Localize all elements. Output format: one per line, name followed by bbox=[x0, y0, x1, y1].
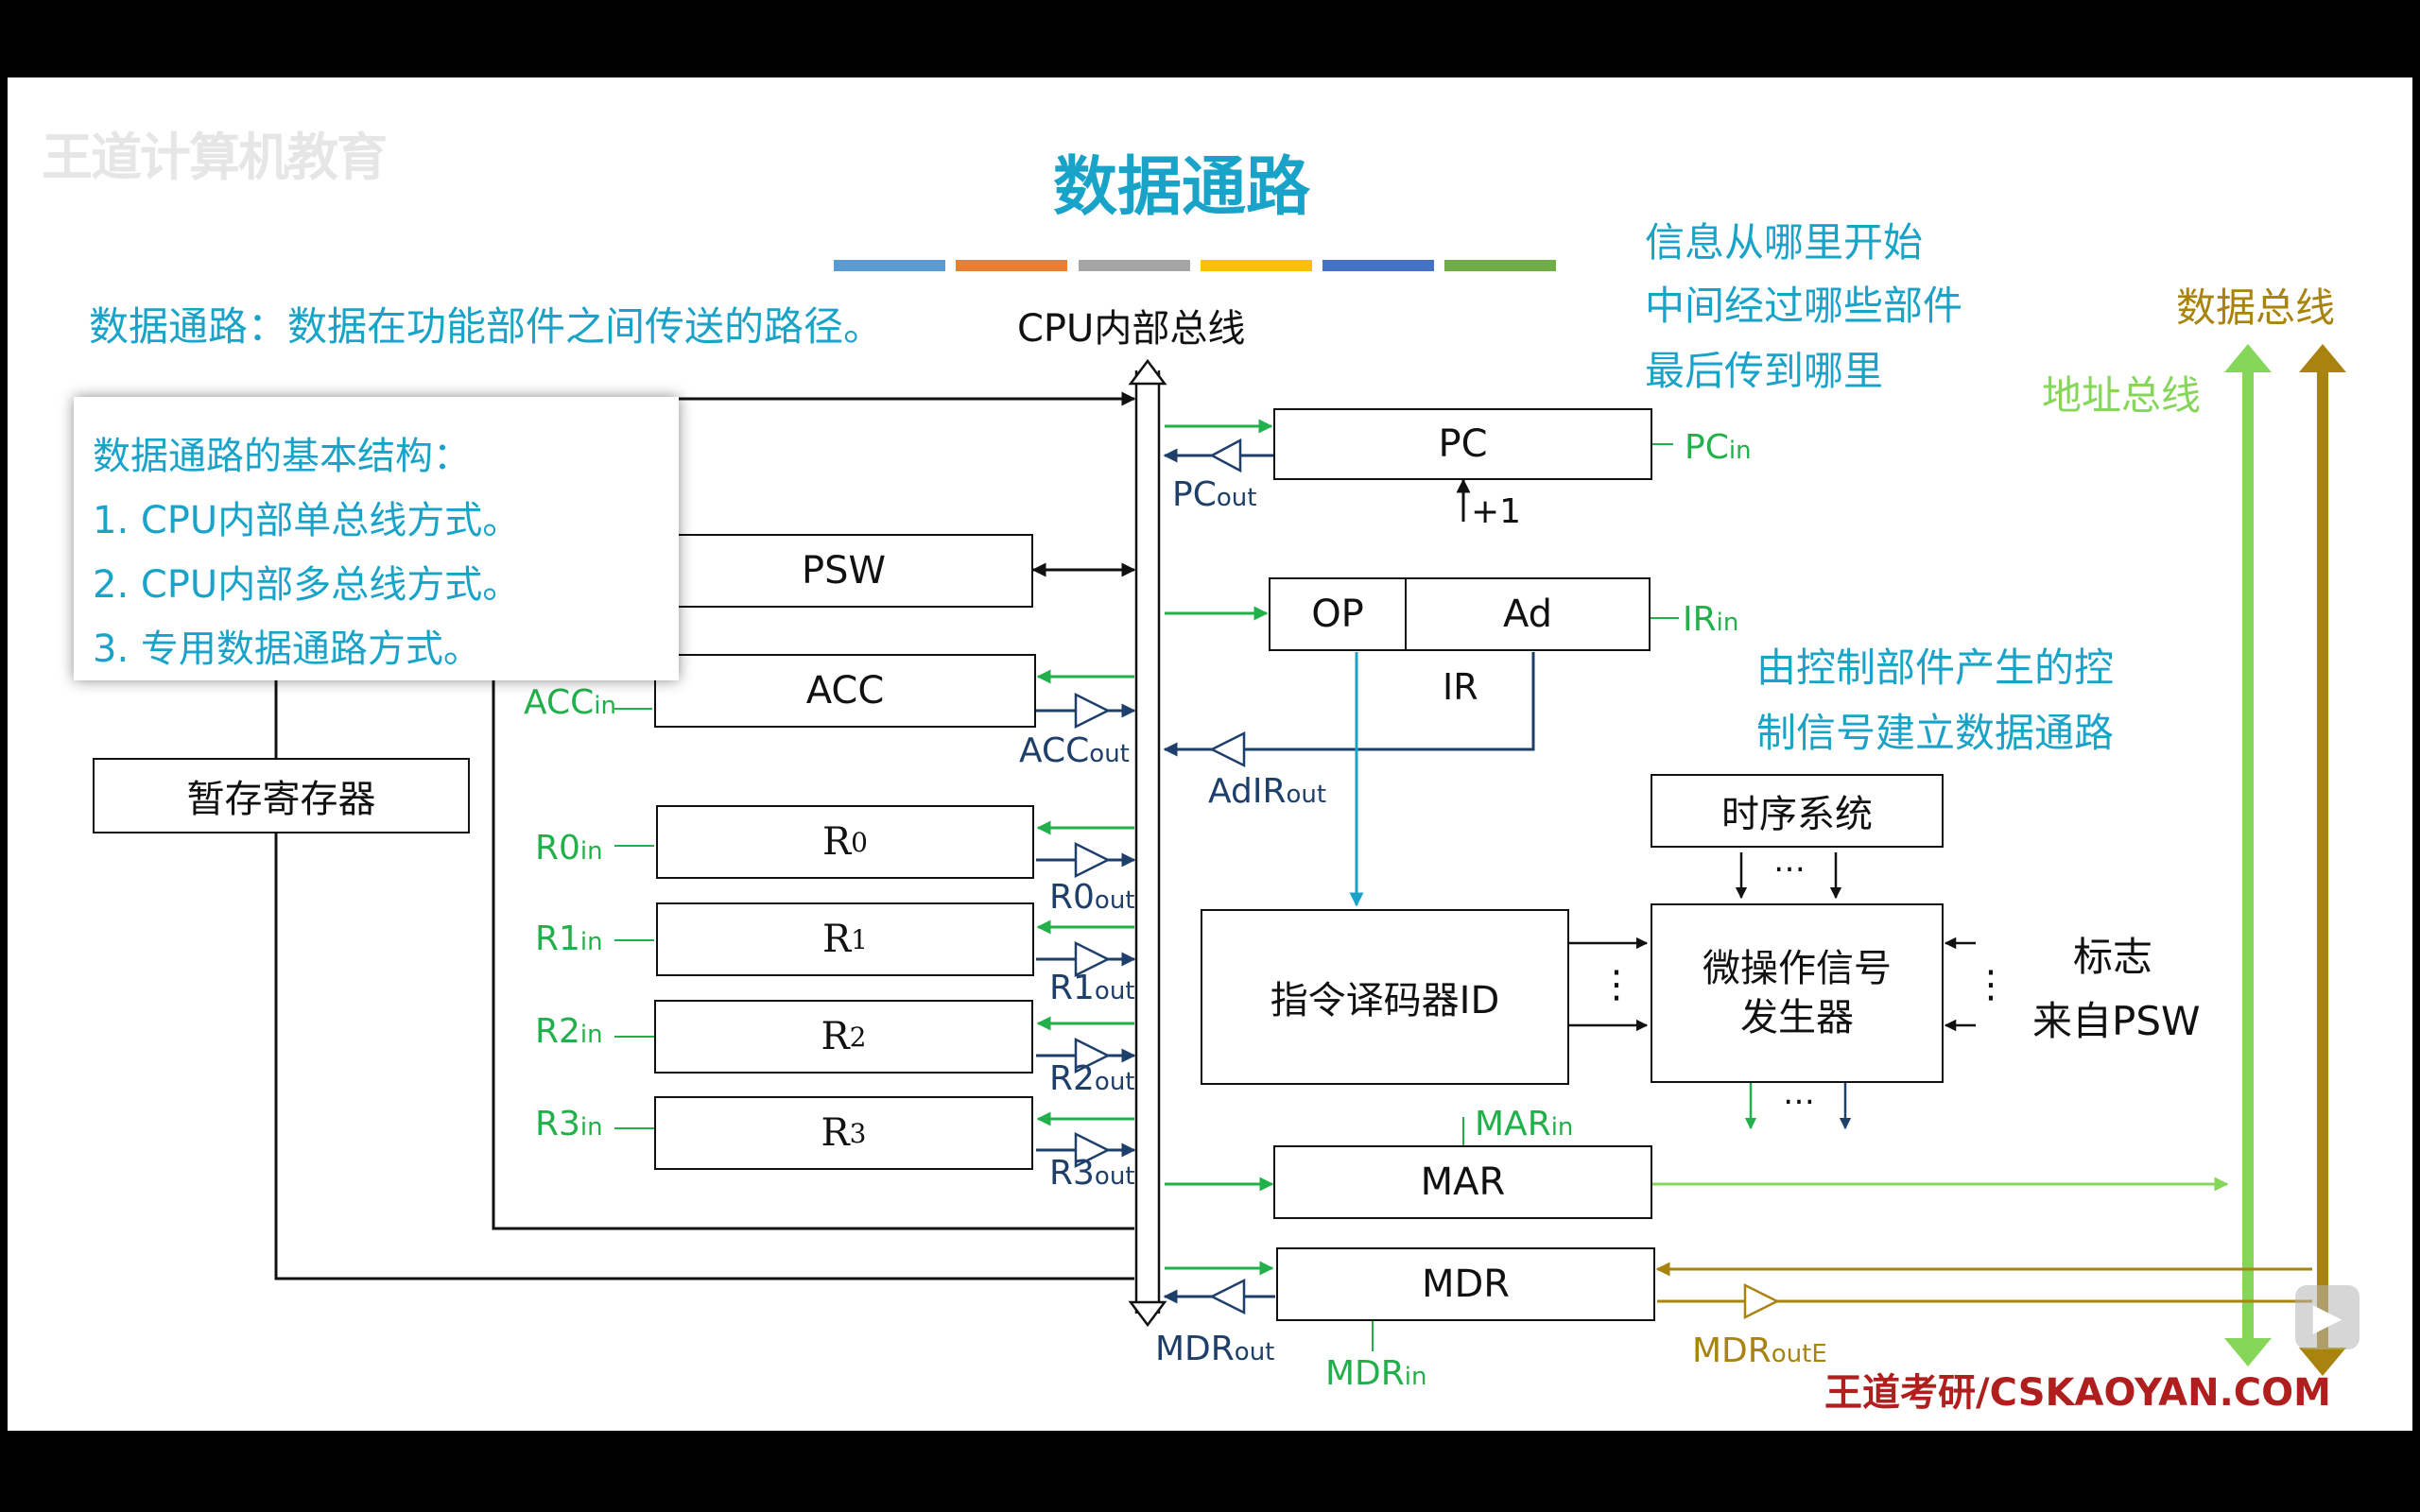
r1-in-signal: R1in bbox=[535, 919, 603, 958]
instruction-decoder: 指令译码器ID bbox=[1201, 909, 1569, 1085]
data-bus bbox=[2299, 344, 2346, 1376]
ir-in-signal: IRin bbox=[1683, 600, 1739, 639]
temp-register: 暂存寄存器 bbox=[93, 758, 470, 833]
cpu-internal-bus bbox=[1128, 358, 1167, 1328]
mdr-oute-signal: MDRoutE bbox=[1692, 1332, 1827, 1370]
flags-vdots: ⋮ bbox=[1972, 963, 2010, 1006]
notes-item-1: 1. CPU内部单总线方式。 bbox=[93, 499, 521, 542]
title-color-bars bbox=[834, 260, 1556, 271]
mdr-register: MDR bbox=[1276, 1247, 1655, 1321]
r2-in-signal: R2in bbox=[535, 1012, 603, 1051]
control-note-line-1: 由控制部件产生的控 bbox=[1756, 644, 2115, 691]
ir-address-field: Ad bbox=[1405, 577, 1651, 651]
info-line-2: 中间经过哪些部件 bbox=[1645, 283, 1963, 329]
r2-out-signal: R2out bbox=[1049, 1059, 1135, 1098]
adir-out-signal: AdIRout bbox=[1208, 772, 1327, 811]
mdr-out-signal: MDRout bbox=[1155, 1330, 1275, 1368]
info-line-1: 信息从哪里开始 bbox=[1645, 219, 1924, 266]
info-line-3: 最后传到哪里 bbox=[1645, 348, 1884, 394]
control-wiring bbox=[1569, 852, 1976, 1032]
r0-out-signal: R0out bbox=[1049, 878, 1135, 917]
ir-op-field: OP bbox=[1269, 577, 1407, 651]
notes-panel: 数据通路的基本结构： 1. CPU内部单总线方式。 2. CPU内部多总线方式。… bbox=[74, 397, 679, 680]
memory-register-wiring bbox=[1163, 1117, 2312, 1351]
acc-register: ACC bbox=[654, 654, 1036, 728]
page-title: 数据通路 bbox=[1053, 150, 1311, 225]
color-bar-3 bbox=[1079, 260, 1190, 271]
mar-in-signal: MARin bbox=[1475, 1105, 1574, 1143]
r3-out-signal: R3out bbox=[1049, 1154, 1135, 1193]
play-icon: ▶ bbox=[2312, 1296, 2342, 1339]
color-bar-6 bbox=[1444, 260, 1556, 271]
ir-wiring bbox=[1163, 606, 1679, 907]
mdr-in-signal: MDRin bbox=[1325, 1354, 1427, 1393]
address-bus-label: 地址总线 bbox=[2042, 372, 2202, 419]
micro-op-dots: … bbox=[1783, 1074, 1815, 1112]
timing-dots: … bbox=[1773, 842, 1806, 880]
r1-out-signal: R1out bbox=[1049, 969, 1135, 1007]
micro-op-generator: 微操作信号发生器 bbox=[1651, 903, 1944, 1083]
notes-item-3: 3. 专用数据通路方式。 bbox=[93, 627, 481, 671]
acc-out-signal: ACCout bbox=[1019, 731, 1130, 770]
definition-text: 数据通路：数据在功能部件之间传送的路径。 bbox=[89, 303, 884, 350]
r3-in-signal: R3in bbox=[535, 1105, 603, 1143]
slide bbox=[8, 77, 2412, 1431]
color-bar-5 bbox=[1322, 260, 1434, 271]
pc-out-signal: PCout bbox=[1172, 475, 1257, 514]
notes-item-2: 2. CPU内部多总线方式。 bbox=[93, 563, 521, 607]
acc-in-signal: ACCin bbox=[524, 683, 616, 722]
watermark: 王道计算机教育 bbox=[42, 128, 388, 187]
color-bar-4 bbox=[1201, 260, 1312, 271]
cpu-bus-label: CPU内部总线 bbox=[1017, 307, 1246, 351]
address-bus bbox=[2224, 344, 2272, 1366]
pc-in-signal: PCin bbox=[1685, 428, 1752, 467]
color-bar-2 bbox=[956, 260, 1067, 271]
control-note-line-2: 制信号建立数据通路 bbox=[1756, 710, 2115, 756]
notes-heading: 数据通路的基本结构： bbox=[93, 435, 471, 478]
decoder-vdots: ⋮ bbox=[1598, 963, 1635, 1006]
pc-increment: +1 bbox=[1471, 492, 1522, 531]
ir-label: IR bbox=[1443, 666, 1478, 708]
psw-register: PSW bbox=[654, 534, 1033, 608]
acc-wiring bbox=[614, 669, 1136, 730]
flags-label: 标志 bbox=[2073, 934, 2153, 980]
play-button[interactable]: ▶ bbox=[2295, 1285, 2360, 1349]
timing-system: 时序系统 bbox=[1651, 774, 1944, 848]
r-register-wiring bbox=[614, 820, 1136, 1169]
feedback-wires bbox=[274, 391, 1136, 1280]
pc-wiring bbox=[1163, 419, 1673, 522]
pc-register: PC bbox=[1273, 408, 1652, 480]
flags-source-label: 来自PSW bbox=[2032, 998, 2201, 1044]
color-bar-1 bbox=[834, 260, 945, 271]
data-bus-label: 数据总线 bbox=[2176, 284, 2336, 331]
footer-brand: 王道考研/CSKAOYAN.COM bbox=[1824, 1371, 2331, 1415]
r0-in-signal: R0in bbox=[535, 829, 603, 868]
mar-register: MAR bbox=[1273, 1145, 1652, 1219]
